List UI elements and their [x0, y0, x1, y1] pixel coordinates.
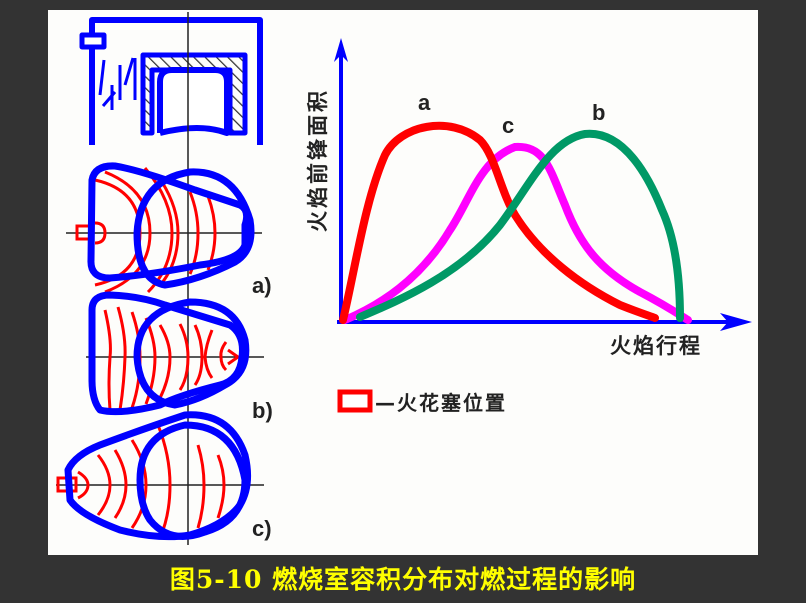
chamber-label-b: b)	[252, 398, 273, 423]
chamber-a: a)	[66, 162, 272, 298]
spark-plug-legend-icon	[337, 389, 373, 413]
figure-panel: a) b)	[48, 10, 758, 555]
curve-b	[356, 129, 684, 322]
figure-drawing: a) b)	[56, 12, 752, 545]
chamber-label-a: a)	[252, 273, 272, 298]
cylinder-section	[79, 17, 263, 145]
curve-c	[341, 142, 692, 324]
figure-caption: 图5-10 燃烧室容积分布对燃过程的影响	[169, 565, 637, 594]
x-axis-label: 火焰行程	[610, 334, 702, 358]
curve-a	[339, 121, 659, 324]
y-axis-arrow-icon	[334, 38, 348, 62]
curve-label-b: b	[592, 100, 605, 125]
chamber-c: c)	[56, 411, 272, 541]
chamber-label-c: c)	[252, 516, 272, 541]
x-axis-arrow-icon	[720, 313, 752, 331]
y-axis-label: 火焰前锋面积	[306, 88, 330, 232]
legend-text: —火花塞位置	[375, 391, 507, 415]
flame-chart: a c b 火焰前锋面积 火焰行程 —火花塞位置	[306, 38, 752, 415]
curve-label-a: a	[418, 90, 431, 115]
spark-plug-icon	[227, 348, 241, 366]
chamber-b: b)	[86, 291, 273, 423]
curve-label-c: c	[502, 113, 514, 138]
